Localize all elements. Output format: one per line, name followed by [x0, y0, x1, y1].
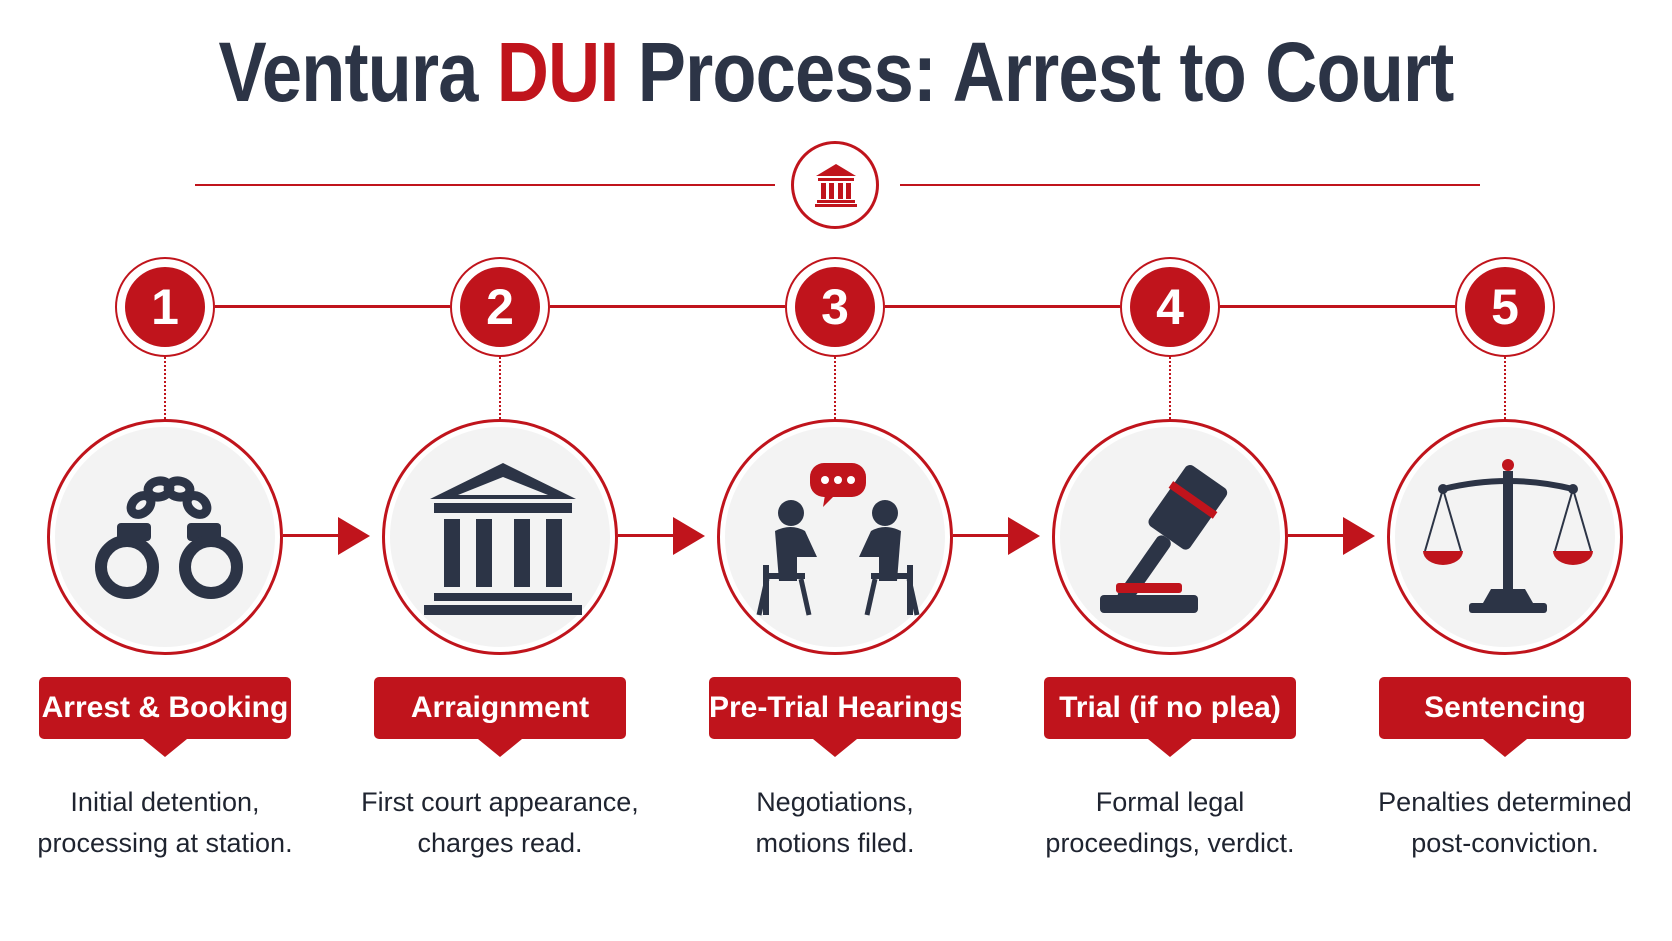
- step-description-line: Penalties determined: [1378, 787, 1632, 817]
- step-number-badge: 5: [1455, 257, 1555, 357]
- meeting-icon: [756, 463, 920, 616]
- step-number: 4: [1130, 267, 1210, 347]
- step-dotted-link: [1169, 357, 1171, 419]
- step-description: Penalties determined post-conviction.: [1365, 782, 1645, 864]
- title-divider-left: [195, 184, 775, 186]
- flow-arrow-head: [1008, 517, 1040, 555]
- step-label: Pre-Trial Hearings: [709, 677, 966, 757]
- title-divider-right: [900, 184, 1480, 186]
- flow-arrow-head: [1343, 517, 1375, 555]
- courthouse-icon: [815, 164, 857, 207]
- step-label: Arrest & Booking: [39, 677, 291, 757]
- handcuffs-icon: [95, 476, 243, 599]
- step-description-line: processing at station.: [37, 828, 293, 858]
- step-description-line: charges read.: [417, 828, 583, 858]
- step-number: 3: [795, 267, 875, 347]
- step-icon-circle: [1052, 419, 1288, 655]
- flow-arrow-line: [283, 534, 338, 537]
- gavel-icon: [1100, 465, 1228, 613]
- step-description-line: Formal legal: [1095, 787, 1245, 817]
- step-description-line: motions filed.: [755, 828, 915, 858]
- page-title: Ventura DUI Process: Arrest to Court: [117, 30, 1555, 114]
- courthouse-icon: [424, 463, 582, 615]
- step-icon-circle: [382, 419, 618, 655]
- flow-arrow-head: [673, 517, 705, 555]
- step-number-badge: 4: [1120, 257, 1220, 357]
- step-number: 2: [460, 267, 540, 347]
- step-description-line: Negotiations,: [756, 787, 914, 817]
- header-badge: [791, 141, 879, 229]
- title-accent: DUI: [496, 25, 620, 119]
- title-part-1: Ventura: [218, 25, 497, 119]
- flow-arrow-line: [953, 534, 1008, 537]
- step-dotted-link: [1504, 357, 1506, 419]
- step-label: Arraignment: [374, 677, 626, 757]
- step-icon-circle: [47, 419, 283, 655]
- step-description-line: First court appearance,: [361, 787, 639, 817]
- step-description: First court appearance, charges read.: [360, 782, 640, 864]
- step-icon-circle: [717, 419, 953, 655]
- step-dotted-link: [499, 357, 501, 419]
- step-icon-circle: [1387, 419, 1623, 655]
- flow-arrow-head: [338, 517, 370, 555]
- title-part-2: Process: Arrest to Court: [618, 25, 1455, 119]
- step-number: 1: [125, 267, 205, 347]
- step-number-badge: 3: [785, 257, 885, 357]
- step-dotted-link: [164, 357, 166, 419]
- step-description: Negotiations, motions filed.: [695, 782, 975, 864]
- scales-icon: [1423, 459, 1593, 613]
- step-number: 5: [1465, 267, 1545, 347]
- step-label: Trial (if no plea): [1044, 677, 1296, 757]
- step-number-badge: 1: [115, 257, 215, 357]
- step-connector: [215, 305, 450, 308]
- step-description-line: Initial detention,: [70, 787, 260, 817]
- step-connector: [885, 305, 1120, 308]
- step-dotted-link: [834, 357, 836, 419]
- step-description-line: proceedings, verdict.: [1045, 828, 1295, 858]
- step-number-badge: 2: [450, 257, 550, 357]
- step-label: Sentencing: [1379, 677, 1631, 757]
- flow-arrow-line: [618, 534, 673, 537]
- step-description: Formal legal proceedings, verdict.: [1030, 782, 1310, 864]
- flow-arrow-line: [1288, 534, 1343, 537]
- step-description: Initial detention, processing at station.: [25, 782, 305, 864]
- step-connector: [550, 305, 785, 308]
- step-description-line: post-conviction.: [1411, 828, 1599, 858]
- step-connector: [1220, 305, 1455, 308]
